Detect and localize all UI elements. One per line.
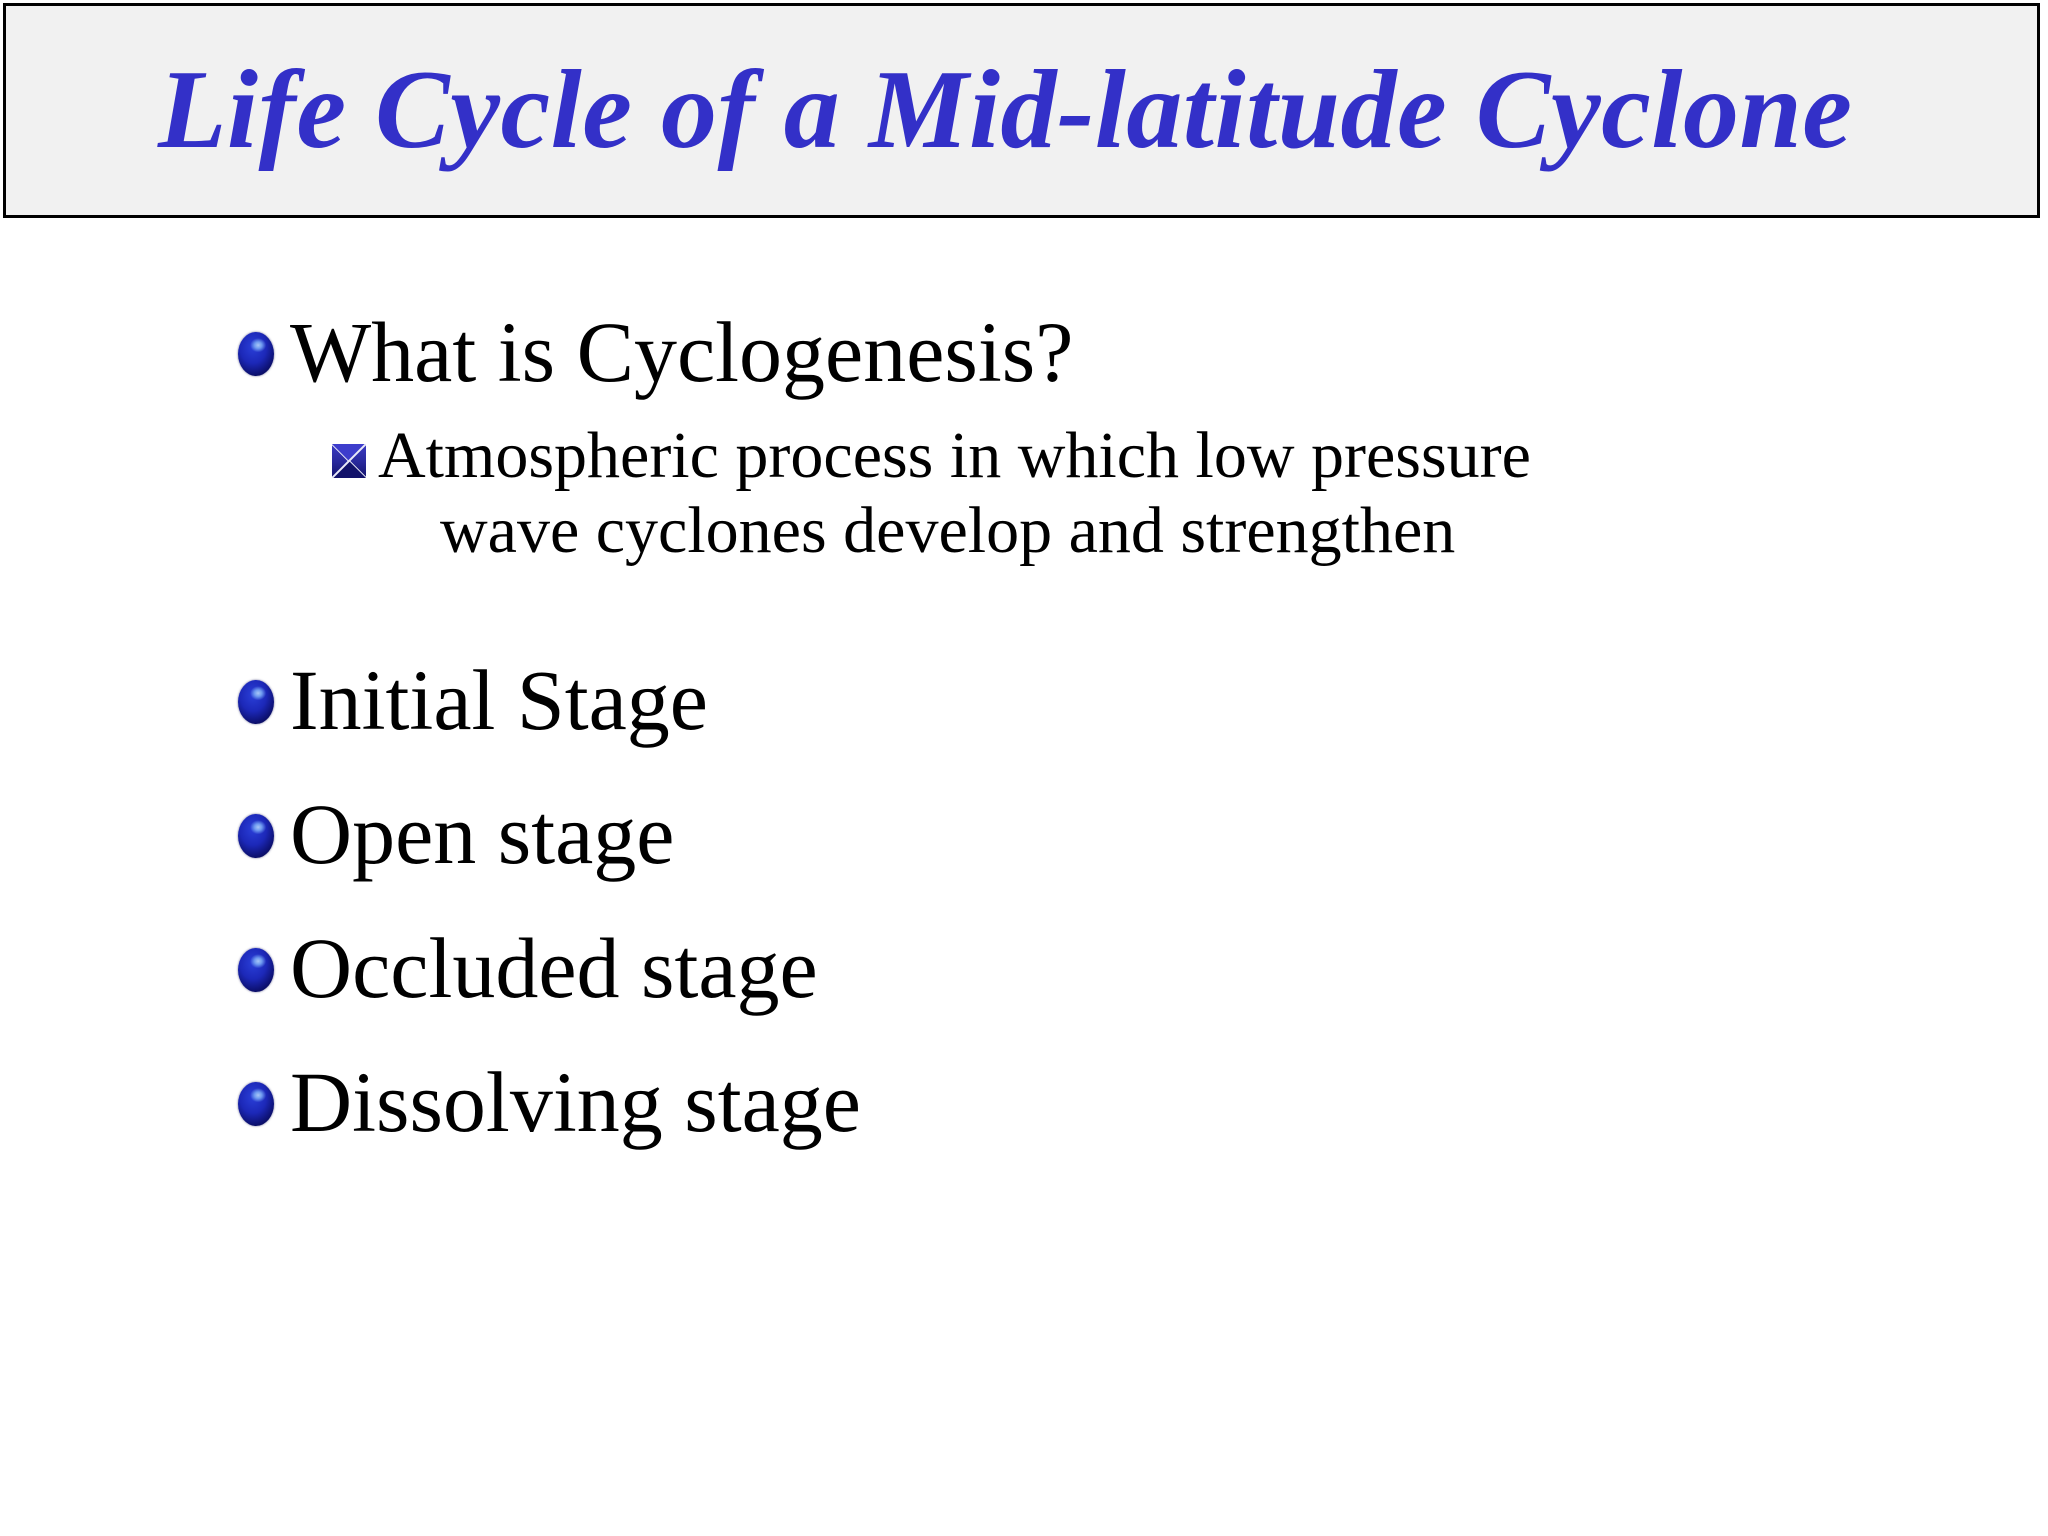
content-placeholder: What is Cyclogenesis? Atmospheric proces…: [0, 218, 2048, 1536]
list-item-label: What is Cyclogenesis?: [290, 304, 1074, 400]
blue-sphere-bullet-icon: [236, 1082, 276, 1130]
list-item-label: Initial Stage: [290, 652, 708, 748]
title-placeholder: Life Cycle of a Mid-latitude Cyclone: [3, 3, 2040, 218]
list-item-label-block: Atmospheric process in which low pressur…: [378, 418, 1531, 568]
blue-sphere-bullet-icon: [236, 680, 276, 728]
list-item-label-line1: Atmospheric process in which low pressur…: [378, 419, 1531, 492]
list-item[interactable]: Dissolving stage: [236, 1054, 861, 1150]
blue-sphere-bullet-icon: [236, 948, 276, 996]
blue-sphere-bullet-icon: [236, 332, 276, 380]
list-item[interactable]: Initial Stage: [236, 652, 708, 748]
list-item-label: Occluded stage: [290, 920, 818, 1016]
list-item[interactable]: Occluded stage: [236, 920, 818, 1016]
list-item[interactable]: Open stage: [236, 786, 674, 882]
page-title: Life Cycle of a Mid-latitude Cyclone: [158, 47, 1853, 172]
blue-x-square-bullet-icon: [332, 444, 366, 480]
list-item-label-line2: wave cyclones develop and strengthen: [440, 494, 1456, 568]
blue-sphere-bullet-icon: [236, 814, 276, 862]
list-item-label: Open stage: [290, 786, 675, 882]
list-item-label: Dissolving stage: [290, 1054, 861, 1150]
list-item[interactable]: What is Cyclogenesis?: [236, 304, 1073, 400]
list-item[interactable]: Atmospheric process in which low pressur…: [332, 418, 1812, 568]
